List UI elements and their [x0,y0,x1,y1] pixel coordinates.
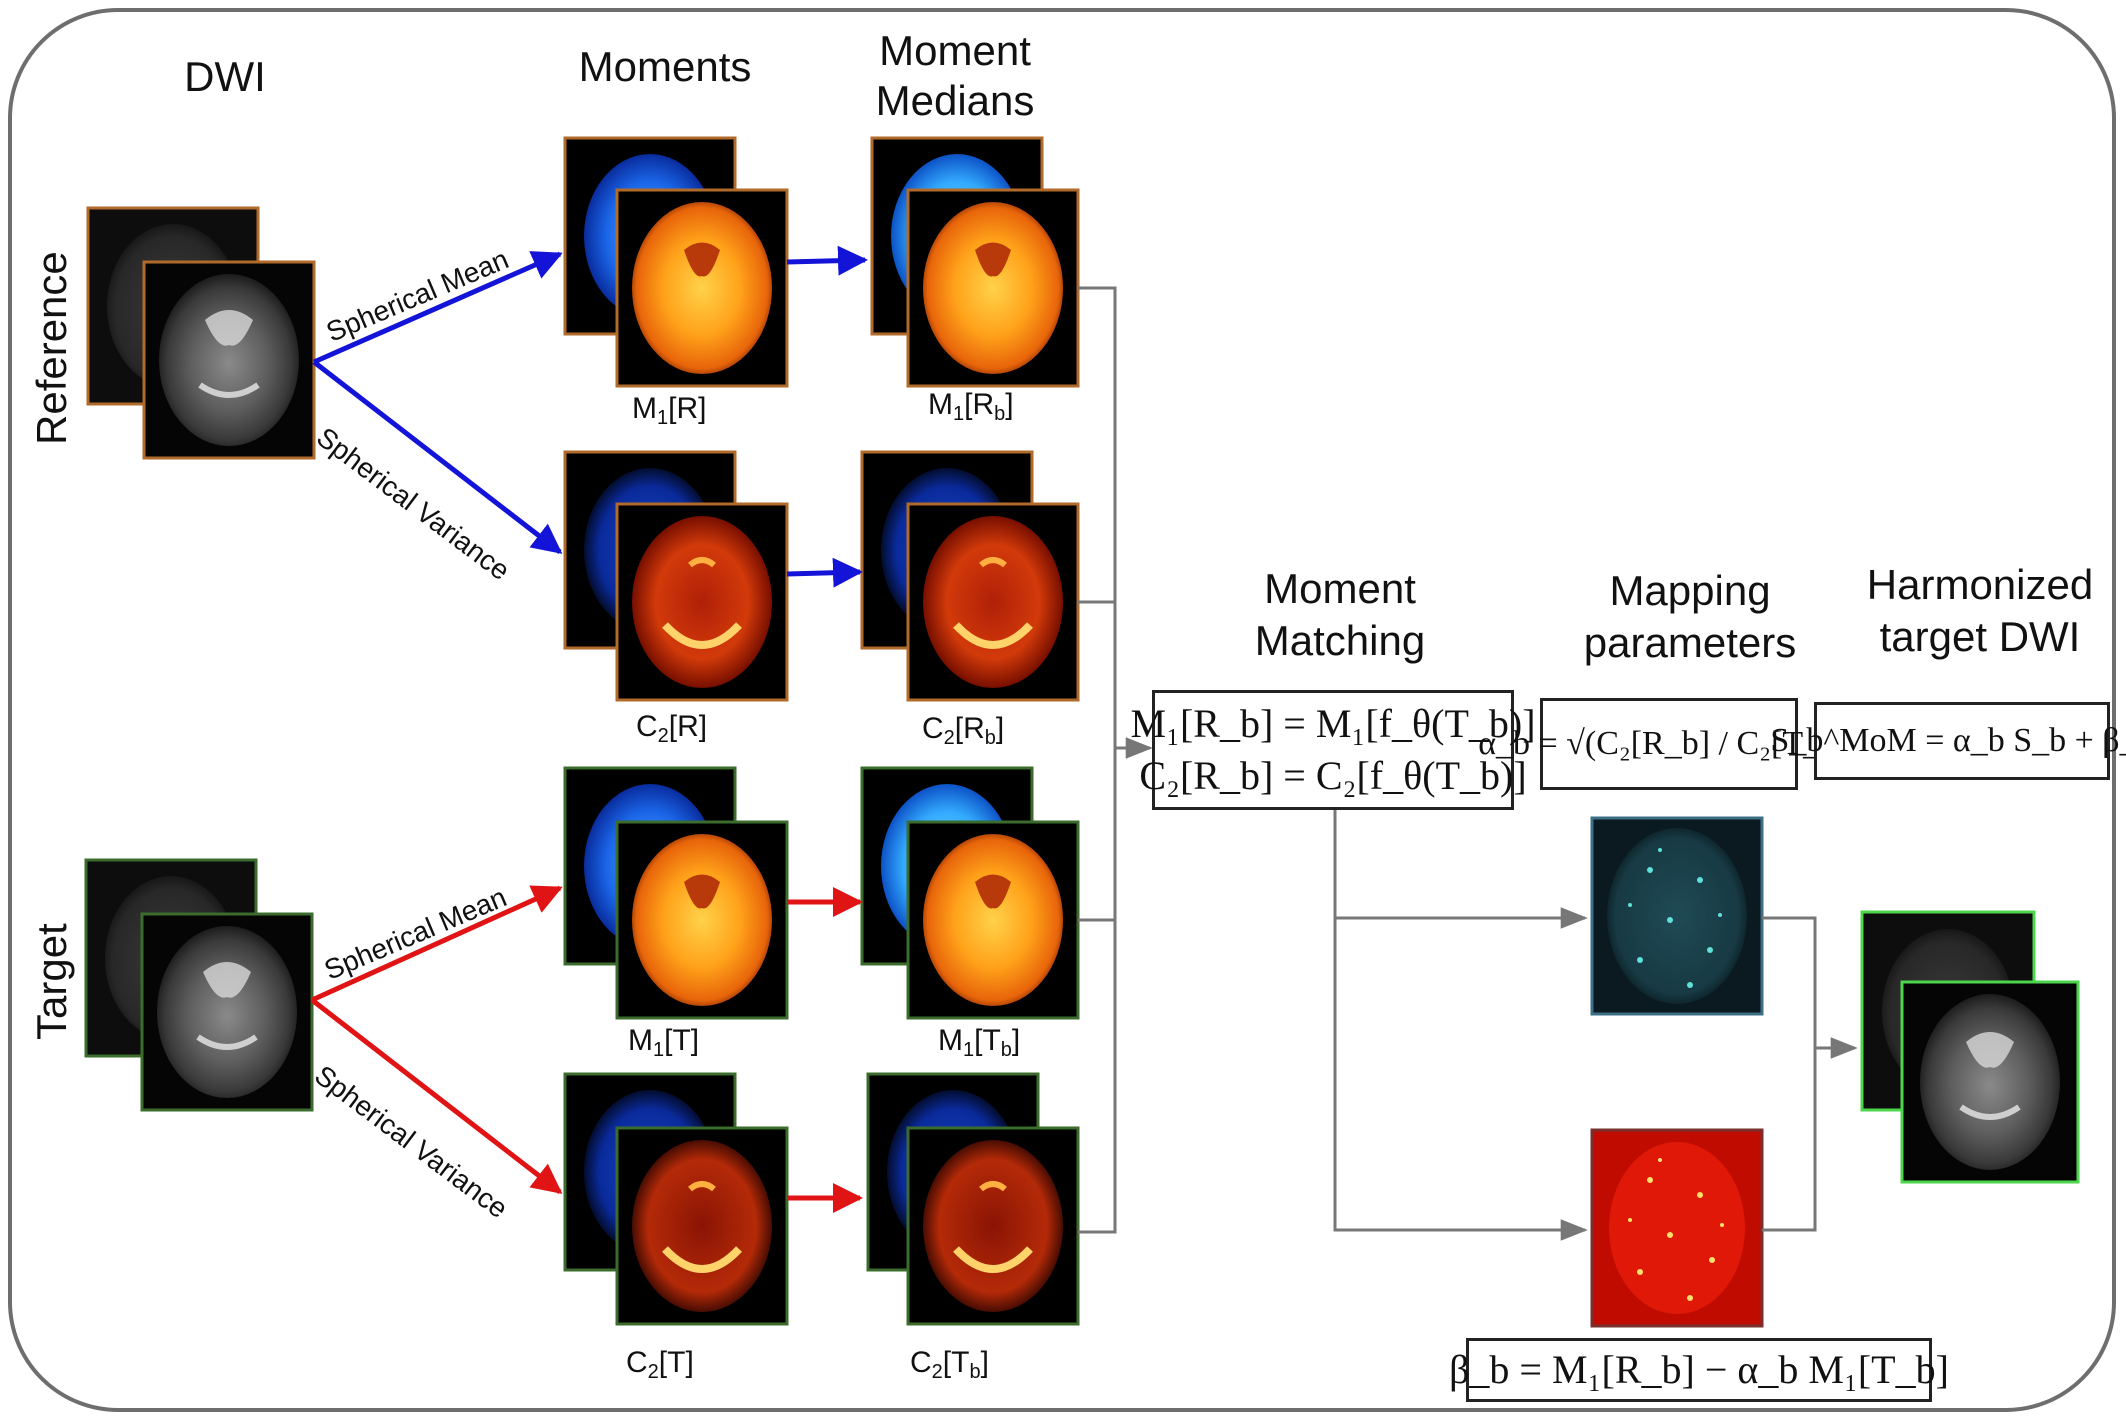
c2t-image-stack [563,1072,789,1326]
moments-header: Moments [578,43,752,90]
moment-medians-header-1: Moment [879,27,1031,74]
c2r-caption: C2[R] [636,710,708,747]
reference-arrows [312,245,868,588]
moment-medians-header-2: Medians [875,77,1035,124]
alpha-map-image [1590,816,1764,1016]
m1t-image-stack [563,766,789,1020]
beta-map-image [1590,1128,1764,1328]
reference-row-label: Reference [28,251,75,445]
c2rb-caption: C2[Rb] [922,712,1005,749]
mapping-parameters-header-2: parameters [1583,619,1797,666]
harmonized-header-2: target DWI [1879,613,2081,660]
dwi-header: DWI [184,53,266,100]
c2rb-image-stack [860,450,1080,702]
harmonized-equation: S_b^MoM = α_b S_b + β_b [1770,722,2126,759]
moment-matching-header-2: Matching [1254,617,1426,664]
m1tb-image-stack [860,766,1080,1020]
connectors [1078,286,1858,1241]
beta-equation: β_b = M₁[R_b] − α_b M₁[T_b] [1449,1347,1949,1392]
harmonized-dwi-stack [1860,910,2080,1184]
harmonized-header-1: Harmonized [1866,561,2094,608]
matching-equation-line-1: M₁[R_b] = M₁[f_θ(T_b)] [1130,701,1536,746]
target-row-label: Target [28,923,75,1040]
moment-matching-header-1: Moment [1264,565,1416,612]
c2tb-image-stack [866,1072,1080,1326]
target-dwi-stack [84,858,314,1112]
m1t-caption: M1[T] [628,1024,700,1061]
c2tb-caption: C2[Tb] [910,1346,989,1383]
reference-dwi-stack [86,206,316,460]
diagram-frame [8,8,2116,1412]
m1tb-caption: M1[Tb] [938,1024,1021,1061]
m1r-image-stack [563,136,789,388]
beta-equation-box: β_b = M₁[R_b] − α_b M₁[T_b] [1449,1338,1949,1402]
m1rb-caption: M1[Rb] [928,388,1014,425]
alpha-equation: α_b = √(C₂[R_b] / C₂[T_b]) [1478,725,1860,762]
m1rb-image-stack [870,136,1080,388]
alpha-equation-box: α_b = √(C₂[R_b] / C₂[T_b]) [1478,698,1860,790]
m1r-caption: M1[R] [632,392,707,429]
harmonized-equation-box: S_b^MoM = α_b S_b + β_b [1770,702,2126,780]
mapping-parameters-header-1: Mapping [1609,567,1771,614]
target-arrows [310,885,863,1213]
matching-equation-line-2: C₂[R_b] = C₂[f_θ(T_b)] [1139,753,1527,798]
moment-matching-equation-box: M₁[R_b] = M₁[f_θ(T_b)] C₂[R_b] = C₂[f_θ(… [1130,690,1536,810]
c2r-image-stack [563,450,789,702]
c2t-caption: C2[T] [626,1346,694,1383]
